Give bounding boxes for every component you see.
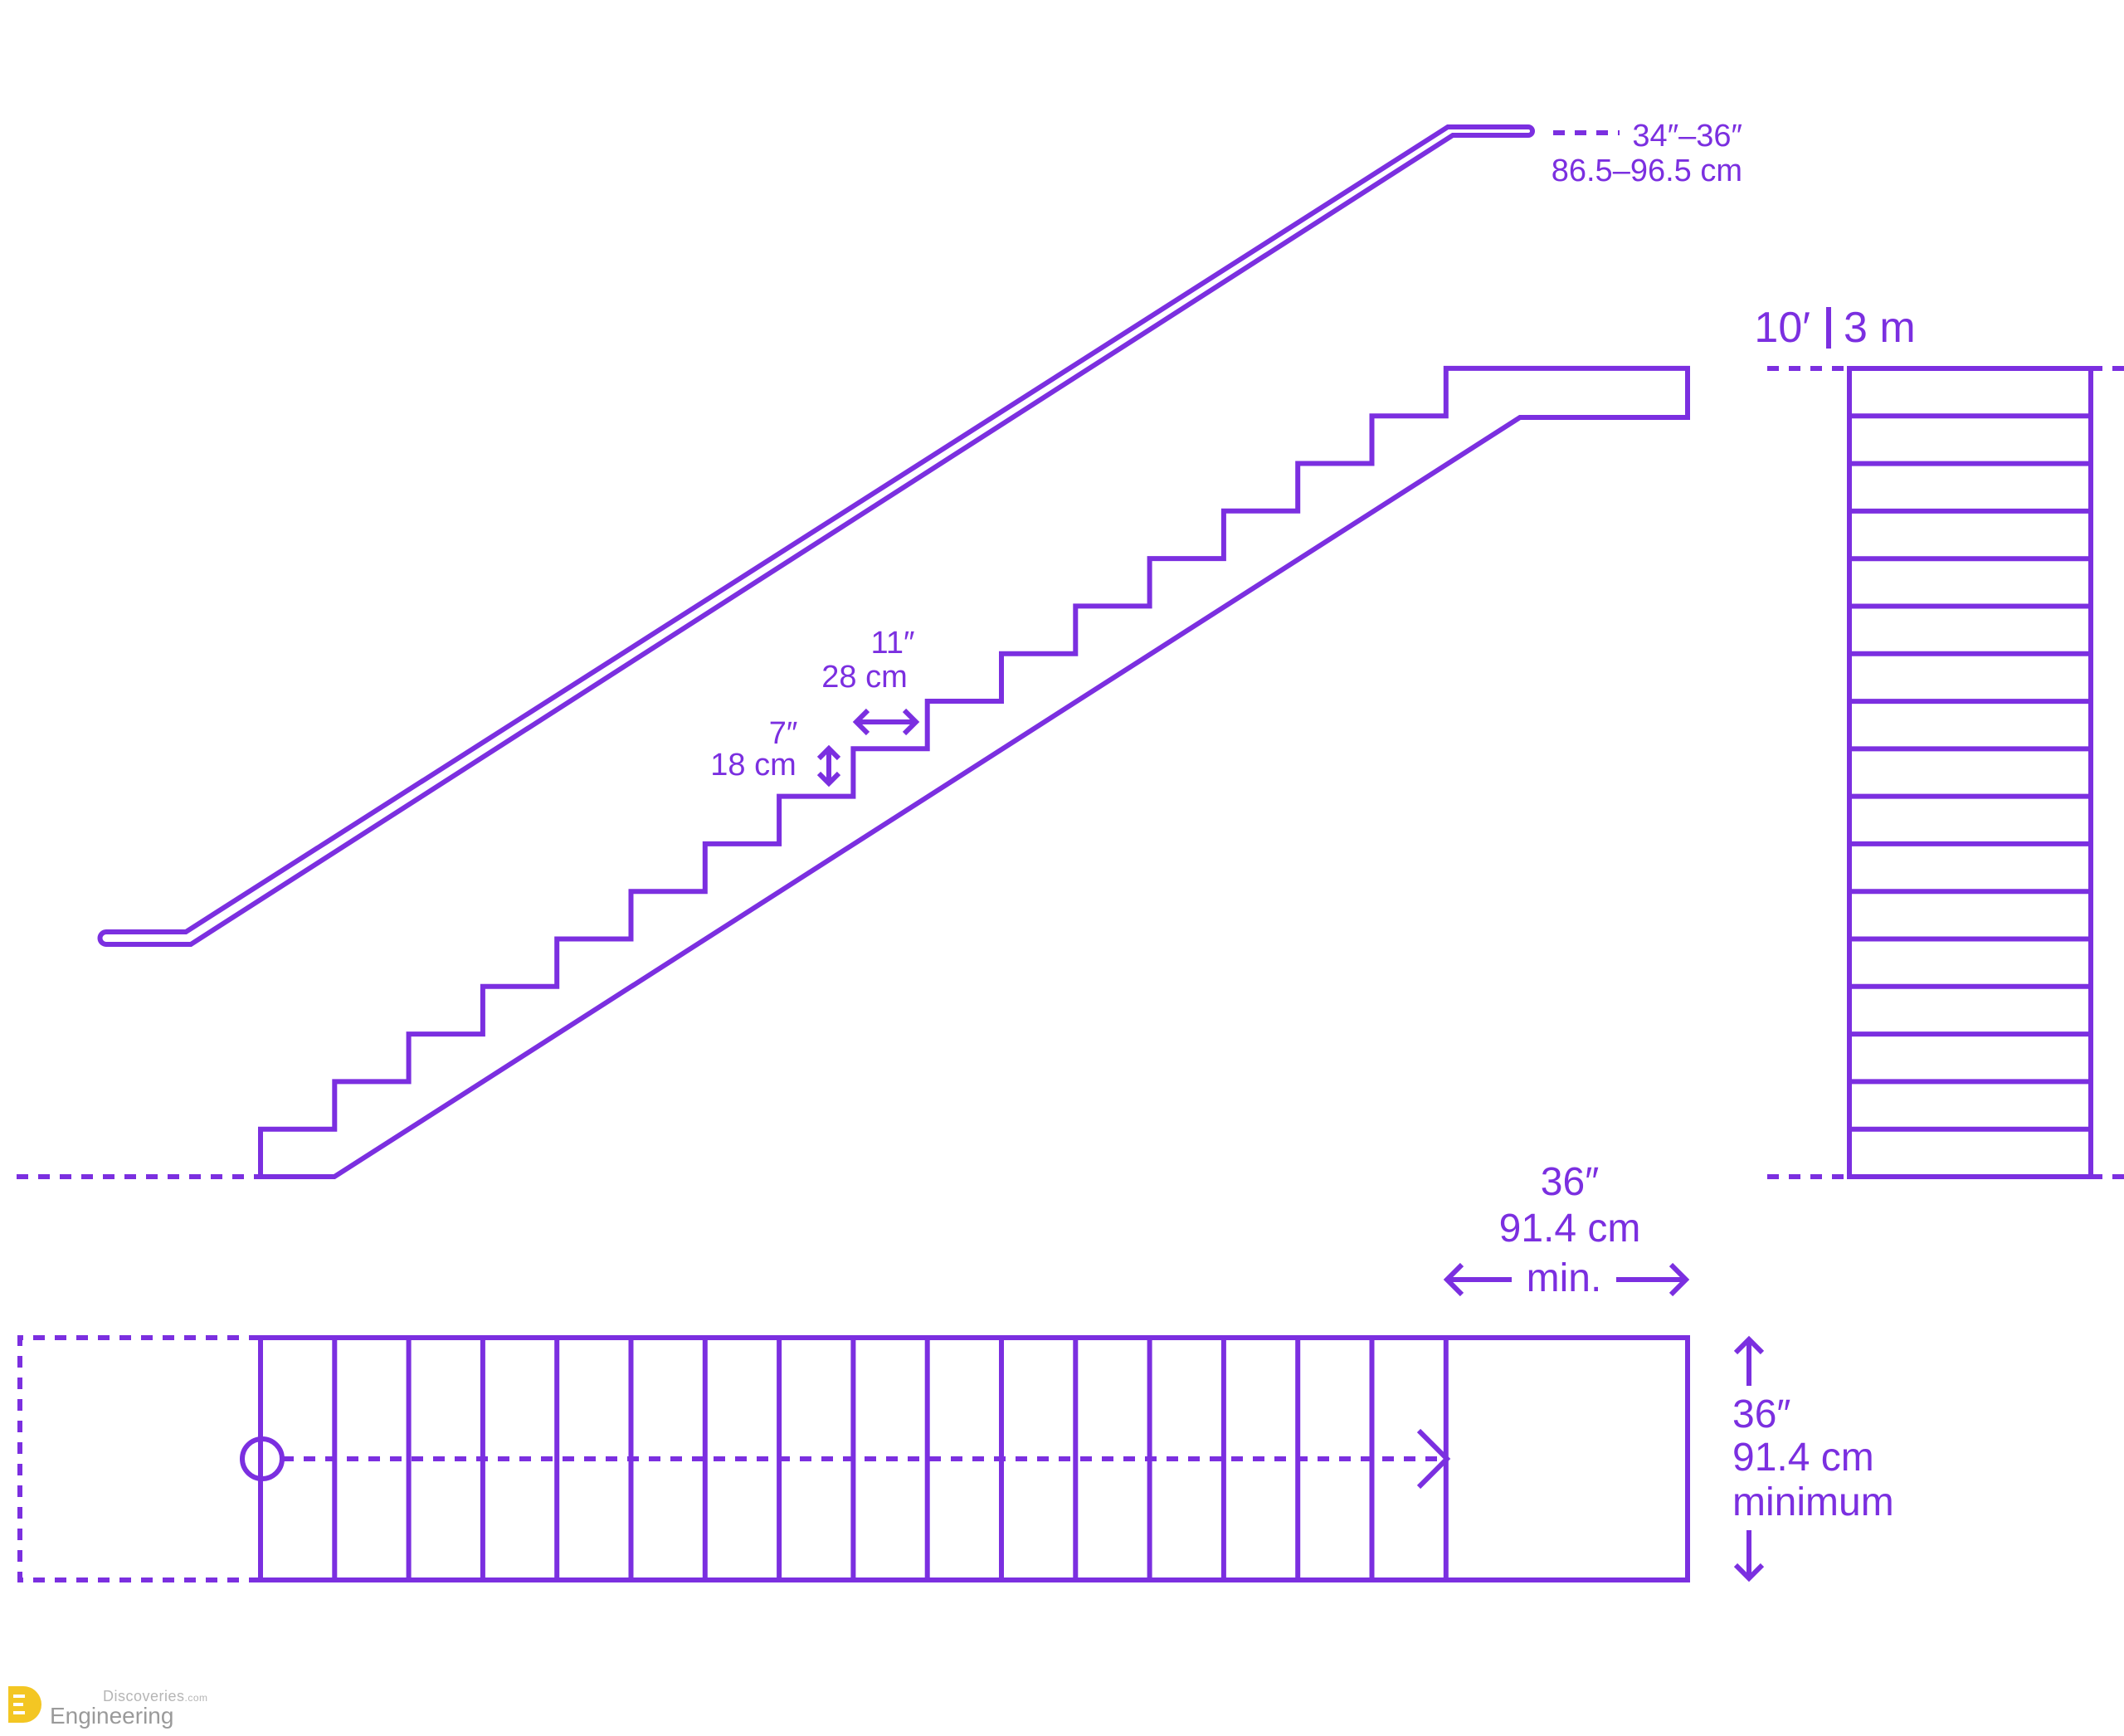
- riser-in-label: 7″: [769, 716, 798, 751]
- section-view: 34″–36″ 86.5–96.5 cm 11″ 28 cm 7″ 18 cm: [17, 119, 1742, 1179]
- landing-in-label: 36″: [1541, 1160, 1599, 1204]
- width-cm-label: 91.4 cm: [1732, 1436, 1874, 1480]
- width-in-label: 36″: [1732, 1392, 1790, 1436]
- walk-direction-icon: [240, 1428, 1451, 1490]
- handrail-height-cm-label: 86.5–96.5 cm: [1552, 154, 1742, 188]
- handrail: [106, 124, 1528, 934]
- logo-bottom-text: Engineering: [50, 1703, 174, 1729]
- landing-right-arrow-icon: [1616, 1262, 1690, 1297]
- stair-profile: [258, 365, 1690, 1179]
- width-down-arrow-icon: [1733, 1530, 1765, 1582]
- total-height-m-label: 3 m: [1844, 304, 1916, 352]
- logo-top-text: Discoveries.com: [103, 1688, 208, 1704]
- riser-double-arrow-icon: [816, 744, 841, 788]
- handrail-height-in-label: 34″–36″: [1632, 119, 1742, 154]
- height-elevation: 10′ 3 m: [1754, 304, 2124, 1179]
- landing-min-label: min.: [1527, 1256, 1602, 1300]
- handrail-end-cap-right: [1527, 124, 1535, 138]
- tread-double-arrow-icon: [852, 708, 920, 736]
- width-up-arrow-icon: [1733, 1335, 1765, 1386]
- handrail-inner: [106, 133, 1528, 947]
- plan-view: 36″ 91.4 cm min. 36″ 91.4 cm minimum: [17, 1160, 1894, 1582]
- width-min-label: minimum: [1732, 1480, 1894, 1524]
- height-elevation-frame: [1847, 366, 2093, 1179]
- plan-approach-zone: [17, 1335, 261, 1582]
- tread-in-label: 11″: [871, 626, 915, 661]
- landing-cm-label: 91.4 cm: [1499, 1207, 1641, 1251]
- total-height-ft-label: 10′: [1754, 304, 1810, 352]
- tread-cm-label: 28 cm: [821, 660, 907, 695]
- landing-left-arrow-icon: [1443, 1262, 1512, 1297]
- handrail-end-cap-left: [97, 929, 107, 947]
- riser-cm-label: 18 cm: [710, 748, 796, 783]
- plan-frame: [258, 1335, 1690, 1582]
- engineering-discoveries-logo: Discoveries.com Engineering: [5, 1683, 221, 1729]
- height-elevation-risers: [1849, 413, 2091, 1132]
- engineering-discoveries-logo-icon: [8, 1686, 41, 1723]
